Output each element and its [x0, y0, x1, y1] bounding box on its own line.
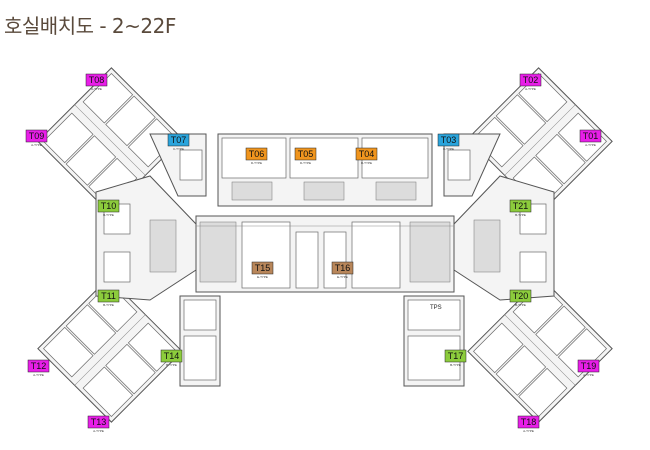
unit-code: T13 — [91, 417, 107, 427]
unit-label-box — [437, 133, 460, 147]
unit-label-box — [245, 147, 268, 161]
central-corridor — [195, 215, 455, 293]
unit-type: A-TYPE — [585, 143, 596, 147]
unit-type: A-TYPE — [91, 87, 102, 91]
unit-type: A-TYPE — [93, 429, 104, 433]
unit-label-box — [85, 73, 108, 87]
unit-label-box — [251, 261, 274, 275]
unit-code: T09 — [29, 131, 45, 141]
unit-labels: T01A-TYPET02A-TYPET03C-TYPET04D-TYPET05D… — [25, 73, 602, 433]
unit-type: B-TYPE — [166, 363, 177, 367]
unit-type: B-TYPE — [515, 303, 526, 307]
unit-code: T02 — [523, 75, 539, 85]
unit-type: B-TYPE — [515, 213, 526, 217]
block-t17 — [403, 295, 465, 387]
unit-code: T07 — [171, 135, 187, 145]
unit-type: E-TYPE — [337, 275, 348, 279]
unit-label-box — [509, 199, 532, 213]
unit-type: B-TYPE — [103, 303, 114, 307]
unit-code: T04 — [359, 149, 375, 159]
unit-type: D-TYPE — [251, 161, 262, 165]
unit-label-box — [577, 359, 600, 373]
block-t14 — [179, 295, 221, 387]
unit-code: T17 — [448, 351, 464, 361]
page-title: 호실배치도 - 2~22F — [4, 14, 176, 38]
unit-code: T01 — [583, 131, 599, 141]
wing-upper-left — [37, 67, 183, 213]
unit-code: T12 — [31, 361, 47, 371]
unit-label-box — [331, 261, 354, 275]
block-t03 — [443, 133, 501, 197]
unit-code: T03 — [441, 135, 457, 145]
unit-type: C-TYPE — [443, 147, 454, 151]
unit-label-box — [25, 129, 48, 143]
unit-label-box — [167, 133, 190, 147]
unit-type: C-TYPE — [173, 147, 184, 151]
unit-code: T06 — [249, 149, 265, 159]
unit-label-box — [579, 129, 602, 143]
unit-label-box — [517, 415, 540, 429]
unit-code: T20 — [513, 291, 529, 301]
unit-code: T19 — [581, 361, 597, 371]
unit-code: T05 — [298, 149, 314, 159]
unit-code: T10 — [101, 201, 117, 211]
unit-type: E-TYPE — [257, 275, 268, 279]
unit-type: A-TYPE — [525, 87, 536, 91]
unit-code: T11 — [101, 291, 116, 301]
tps-label: TPS — [430, 305, 442, 311]
unit-code: T15 — [255, 263, 271, 273]
unit-type: A-TYPE — [33, 373, 44, 377]
unit-type: D-TYPE — [300, 161, 311, 165]
unit-label-box — [444, 349, 467, 363]
wing-lower-left — [37, 277, 183, 423]
unit-label-box — [355, 147, 378, 161]
unit-code: T14 — [164, 351, 180, 361]
unit-label-box — [27, 359, 50, 373]
unit-code: T21 — [513, 201, 529, 211]
unit-code: T08 — [89, 75, 105, 85]
unit-type: A-TYPE — [31, 143, 42, 147]
unit-label-box — [97, 199, 120, 213]
unit-type: B-TYPE — [103, 213, 114, 217]
unit-code: T16 — [335, 263, 351, 273]
unit-label-box — [87, 415, 110, 429]
unit-type: D-TYPE — [361, 161, 372, 165]
unit-label-box — [160, 349, 183, 363]
unit-type: A-TYPE — [523, 429, 534, 433]
unit-label-box — [519, 73, 542, 87]
wing-lower-right — [467, 277, 613, 423]
unit-type: A-TYPE — [583, 373, 594, 377]
central-top-block — [217, 133, 433, 207]
unit-code: T18 — [521, 417, 537, 427]
unit-type: B-TYPE — [450, 363, 461, 367]
unit-label-box — [97, 289, 120, 303]
unit-label-box — [294, 147, 317, 161]
unit-label-box — [509, 289, 532, 303]
